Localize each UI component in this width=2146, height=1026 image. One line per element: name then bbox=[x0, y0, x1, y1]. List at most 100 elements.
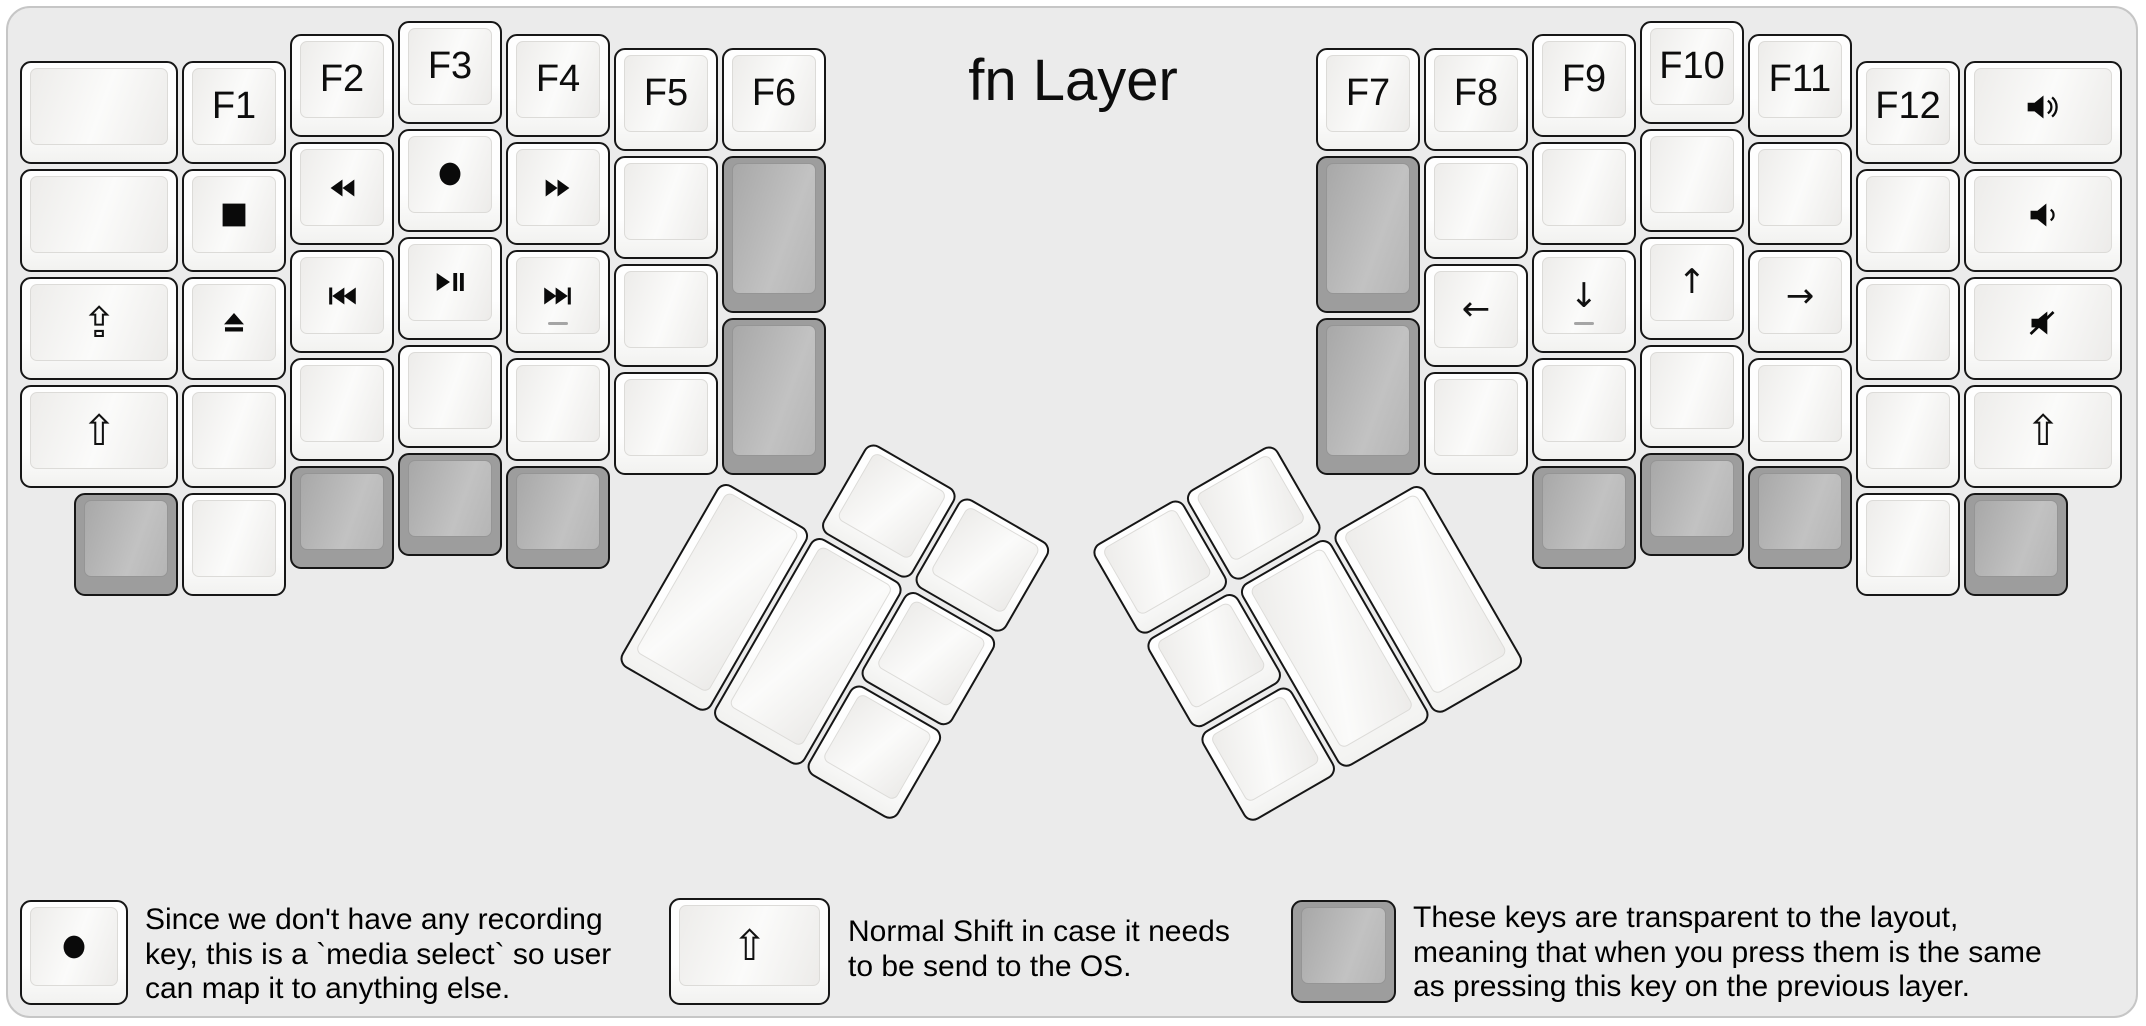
key-label: F10 bbox=[1659, 44, 1725, 87]
key-glyph: ⇧ bbox=[2025, 405, 2061, 455]
key-f5[interactable]: F5 bbox=[614, 47, 718, 151]
key-arrow-up[interactable]: ↑ bbox=[1640, 236, 1744, 340]
key-blank-l1[interactable] bbox=[20, 61, 178, 164]
key-shift-right[interactable]: ⇧ bbox=[1964, 385, 2122, 488]
key-blank-l8[interactable] bbox=[614, 263, 718, 367]
keycap-surface bbox=[516, 257, 600, 334]
key-f8[interactable]: F8 bbox=[1424, 47, 1528, 151]
key-volume-up[interactable] bbox=[1964, 61, 2122, 164]
key-blank-l7[interactable] bbox=[614, 155, 718, 259]
key-blank-r8[interactable] bbox=[1748, 358, 1852, 461]
keycap-surface bbox=[30, 907, 118, 986]
key-transparent-l1[interactable] bbox=[722, 155, 826, 313]
key-label: F5 bbox=[643, 71, 689, 114]
key-blank-l5[interactable] bbox=[398, 344, 502, 448]
keycap-surface bbox=[1434, 162, 1518, 240]
key-glyph: → bbox=[1785, 275, 1815, 316]
keycap-surface bbox=[732, 324, 816, 456]
key-transparent-l6[interactable] bbox=[506, 466, 610, 569]
key-mute[interactable] bbox=[1964, 277, 2122, 380]
legend-key-media-select bbox=[20, 900, 128, 1005]
play-pause-icon bbox=[431, 263, 469, 301]
keycap-surface bbox=[1866, 500, 1950, 577]
keycap-surface bbox=[1650, 135, 1734, 213]
key-transparent-r1[interactable] bbox=[1316, 155, 1420, 313]
key-transparent-l5[interactable] bbox=[398, 452, 502, 556]
key-arrow-left[interactable]: ← bbox=[1424, 263, 1528, 367]
key-blank-r10[interactable] bbox=[1856, 277, 1960, 380]
key-f1[interactable]: F1 bbox=[182, 61, 286, 164]
keycap-surface bbox=[408, 459, 492, 537]
key-blank-l9[interactable] bbox=[614, 371, 718, 475]
key-eject[interactable] bbox=[182, 277, 286, 380]
key-transparent-r4[interactable] bbox=[1640, 452, 1744, 556]
key-f2[interactable]: F2 bbox=[290, 34, 394, 137]
keycap-surface bbox=[1326, 324, 1410, 456]
key-blank-r1[interactable] bbox=[1424, 155, 1528, 259]
keycap-surface: F12 bbox=[1866, 68, 1950, 145]
key-transparent-l2[interactable] bbox=[722, 317, 826, 475]
mute-icon bbox=[2020, 303, 2066, 343]
legend-text-line: Since we don't have any recording bbox=[145, 903, 603, 936]
key-blank-r4[interactable] bbox=[1532, 358, 1636, 461]
key-blank-l2[interactable] bbox=[20, 169, 178, 272]
key-fast-forward[interactable] bbox=[506, 142, 610, 245]
key-f3[interactable]: F3 bbox=[398, 20, 502, 124]
key-f7[interactable]: F7 bbox=[1316, 47, 1420, 151]
keycap-surface bbox=[1974, 176, 2112, 253]
key-blank-r12[interactable] bbox=[1856, 493, 1960, 596]
key-media-select[interactable] bbox=[398, 128, 502, 232]
keycap-surface bbox=[192, 284, 276, 361]
keycap-surface: ⇧ bbox=[679, 905, 820, 986]
key-f9[interactable]: F9 bbox=[1532, 34, 1636, 137]
key-f11[interactable]: F11 bbox=[1748, 34, 1852, 137]
key-capslock-shift[interactable]: ⇪ bbox=[20, 277, 178, 380]
key-transparent-r6[interactable] bbox=[1964, 493, 2068, 596]
key-f4[interactable]: F4 bbox=[506, 34, 610, 137]
key-f6[interactable]: F6 bbox=[722, 47, 826, 151]
keycap-surface: ← bbox=[1434, 270, 1518, 348]
legend-text-line: Normal Shift in case it needs bbox=[848, 915, 1230, 948]
key-label: F12 bbox=[1875, 85, 1941, 127]
key-blank-r6[interactable] bbox=[1640, 344, 1744, 448]
key-transparent-l4[interactable] bbox=[290, 466, 394, 569]
keycap-surface bbox=[1866, 284, 1950, 361]
key-blank-l3[interactable] bbox=[182, 385, 286, 488]
key-volume-down[interactable] bbox=[1964, 169, 2122, 272]
key-transparent-r5[interactable] bbox=[1748, 466, 1852, 569]
key-play-pause[interactable] bbox=[398, 236, 502, 340]
key-transparent-l3[interactable] bbox=[74, 493, 178, 596]
keycap-surface: F9 bbox=[1542, 41, 1626, 118]
keycap-surface bbox=[624, 162, 708, 240]
key-shift-left[interactable]: ⇧ bbox=[20, 385, 178, 488]
key-stop[interactable] bbox=[182, 169, 286, 272]
keycap-surface bbox=[1542, 149, 1626, 226]
keycap-surface bbox=[1758, 473, 1842, 550]
key-f12[interactable]: F12 bbox=[1856, 61, 1960, 164]
keycap-surface: F2 bbox=[300, 41, 384, 118]
key-blank-r9[interactable] bbox=[1856, 169, 1960, 272]
key-prev-track[interactable] bbox=[290, 250, 394, 353]
key-blank-r11[interactable] bbox=[1856, 385, 1960, 488]
keycap-surface bbox=[1974, 284, 2112, 361]
key-next-track[interactable] bbox=[506, 250, 610, 353]
keycap-surface bbox=[84, 500, 168, 577]
keycap-surface: F4 bbox=[516, 41, 600, 118]
key-rewind[interactable] bbox=[290, 142, 394, 245]
keycap-surface bbox=[1758, 149, 1842, 226]
key-transparent-r2[interactable] bbox=[1316, 317, 1420, 475]
key-blank-r5[interactable] bbox=[1640, 128, 1744, 232]
key-blank-r7[interactable] bbox=[1748, 142, 1852, 245]
key-arrow-right[interactable]: → bbox=[1748, 250, 1852, 353]
key-blank-l4[interactable] bbox=[290, 358, 394, 461]
key-blank-l10[interactable] bbox=[182, 493, 286, 596]
key-transparent-r3[interactable] bbox=[1532, 466, 1636, 569]
key-f10[interactable]: F10 bbox=[1640, 20, 1744, 124]
keycap-surface bbox=[300, 365, 384, 442]
key-blank-l6[interactable] bbox=[506, 358, 610, 461]
key-blank-r3[interactable] bbox=[1532, 142, 1636, 245]
key-blank-r2[interactable] bbox=[1424, 371, 1528, 475]
key-arrow-down[interactable]: ↓ bbox=[1532, 250, 1636, 353]
